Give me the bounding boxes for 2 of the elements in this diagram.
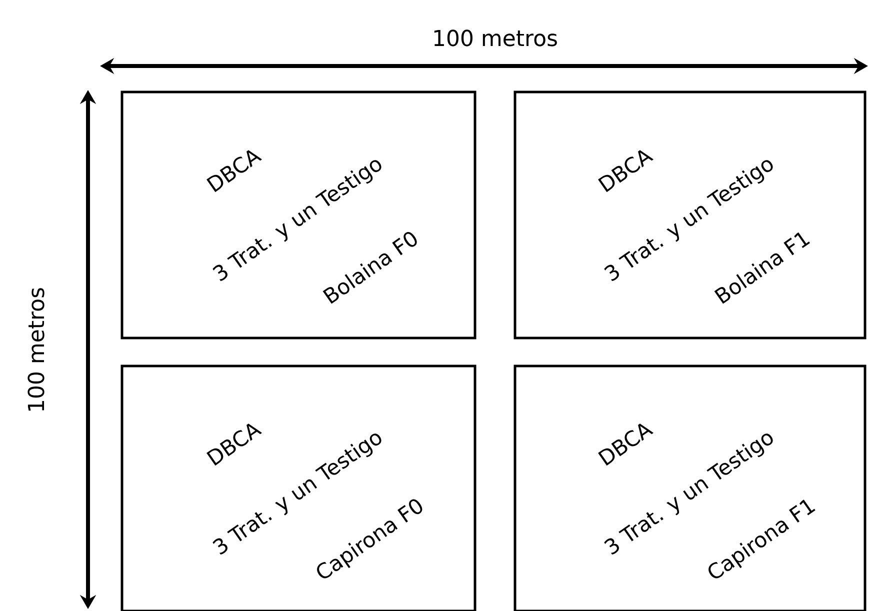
dimension-label: 100 metros: [434, 30, 557, 46]
dimension-label: 100 metros: [28, 288, 44, 411]
